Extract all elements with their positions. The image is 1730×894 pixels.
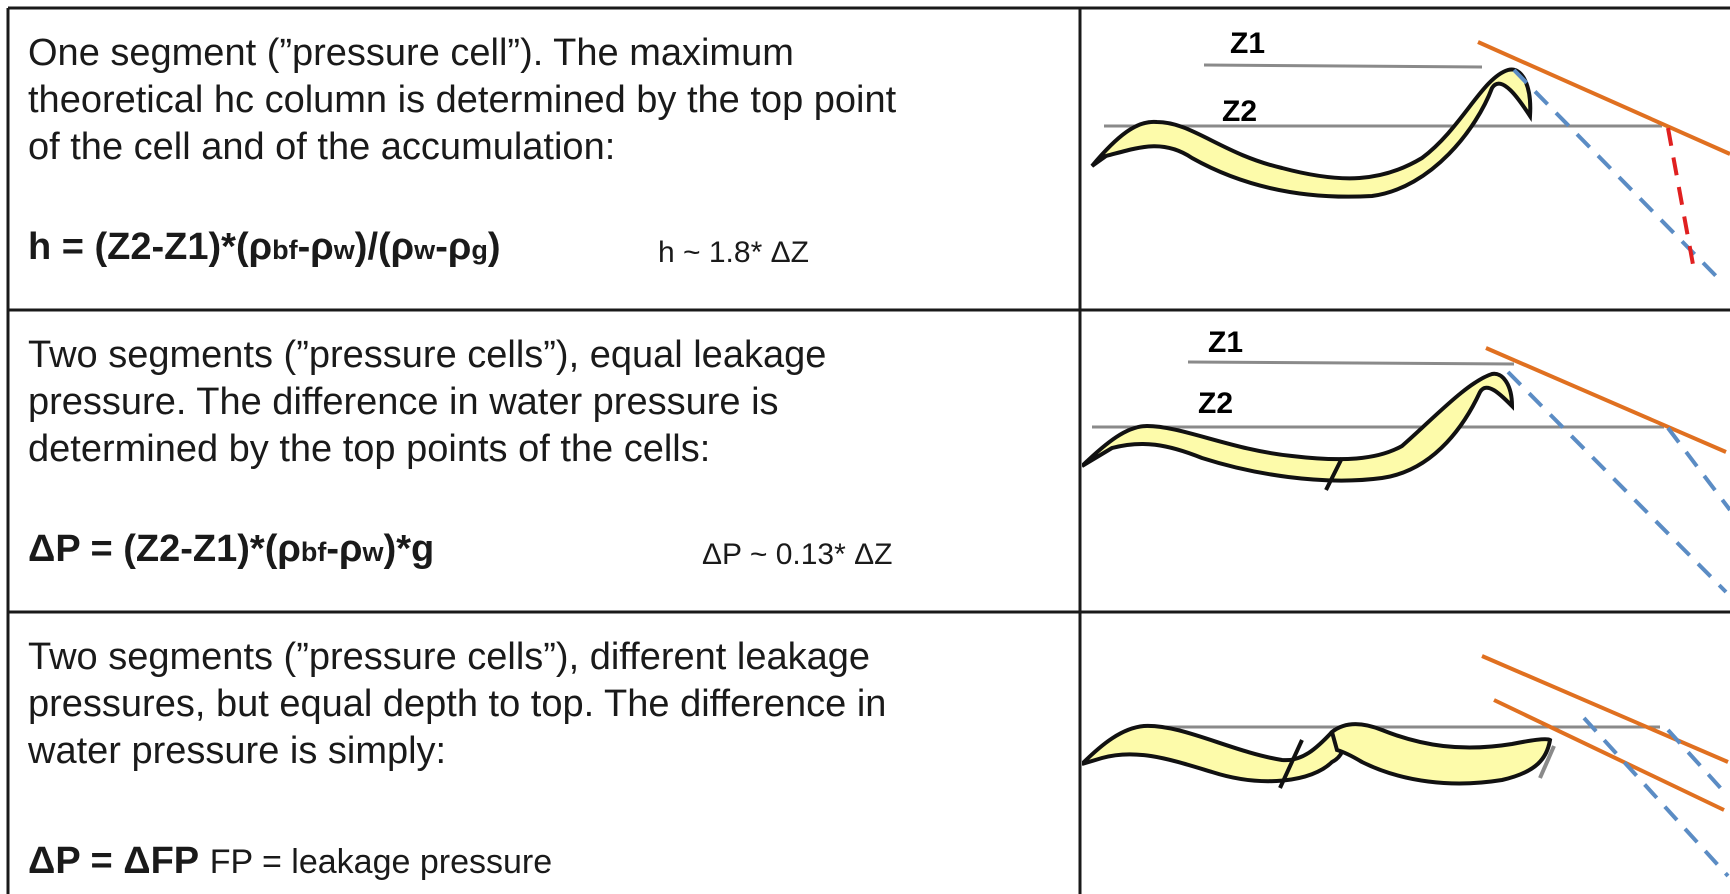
- fault-plane-dashed-2: [1666, 728, 1728, 796]
- row-text-cell: One segment (”pressure cell”). The maxim…: [0, 8, 1070, 171]
- fault-plane-dashed: [1512, 68, 1718, 278]
- top-seal-fault: [1485, 346, 1727, 454]
- formula-subscript: w: [414, 235, 436, 265]
- formula-note: FP = leakage pressure: [209, 843, 553, 881]
- diagram-two-cells: Z1 Z2: [1082, 326, 1730, 594]
- diagram-equal-depth: [1082, 654, 1730, 878]
- reservoir-layer: [1082, 371, 1515, 483]
- approximation: h ~ 1.8* ΔZ: [658, 236, 809, 269]
- formula-subscript: g: [471, 235, 488, 265]
- approximation: ΔP ~ 0.13* ΔZ: [702, 538, 893, 571]
- top-seal-fault-1: [1481, 654, 1729, 764]
- top-seal-fault: [1477, 40, 1730, 156]
- formula-subscript: w: [333, 235, 355, 265]
- formula-part: )*g: [383, 528, 435, 570]
- label-z2: Z2: [1198, 387, 1233, 420]
- reservoir-layer-1: [1082, 723, 1347, 784]
- description-text: Two segments (”pressure cells”), differe…: [28, 636, 887, 772]
- formula: h = (Z2-Z1)*(ρbf-ρw)/(ρw-ρg): [28, 226, 501, 269]
- row-text-cell: Two segments (”pressure cells”), differe…: [0, 612, 1070, 775]
- leak-edge: [1538, 745, 1556, 779]
- fault-plane-dashed-2: [1666, 426, 1730, 512]
- formula-part: h = (Z2-Z1)*(ρ: [28, 226, 273, 268]
- row-two-segments-different: Two segments (”pressure cells”), differe…: [0, 612, 1730, 894]
- fault-plane-dashed: [1506, 370, 1728, 594]
- row-one-segment: One segment (”pressure cell”). The maxim…: [0, 8, 1730, 310]
- formula-subscript: w: [362, 537, 384, 567]
- formula-part: ): [487, 226, 501, 268]
- formula-part: -ρ: [326, 528, 363, 570]
- row-two-segments-equal: Two segments (”pressure cells”), equal l…: [0, 310, 1730, 612]
- level-line-z1: [1203, 63, 1483, 69]
- level-line-z1: [1187, 360, 1515, 366]
- label-z1: Z1: [1208, 326, 1243, 359]
- reservoir-layer: [1090, 67, 1533, 199]
- formula-subscript: bf: [272, 235, 298, 265]
- formula-subscript: bf: [300, 537, 327, 567]
- cell-boundary-fault: [1278, 739, 1304, 789]
- formula-part: ΔP = (Z2-Z1)*(ρ: [28, 528, 301, 570]
- row-text-cell: Two segments (”pressure cells”), equal l…: [0, 310, 1070, 473]
- spill-line-dashed: [1666, 127, 1696, 271]
- formula: ΔP = ΔFP FP = leakage pressure: [28, 840, 552, 883]
- label-z2: Z2: [1222, 95, 1257, 128]
- label-z1: Z1: [1230, 27, 1265, 60]
- cell-boundary-fault: [1324, 457, 1344, 491]
- formula-part: -ρ: [297, 226, 334, 268]
- description-text: Two segments (”pressure cells”), equal l…: [28, 334, 827, 470]
- top-seal-fault-2: [1493, 698, 1725, 812]
- formula-bold: ΔP = ΔFP: [28, 840, 200, 882]
- description-text: One segment (”pressure cell”). The maxim…: [28, 32, 897, 168]
- formula: ΔP = (Z2-Z1)*(ρbf-ρw)*g: [28, 528, 434, 571]
- formula-part: )/(ρ: [354, 226, 415, 268]
- formula-part: -ρ: [435, 226, 472, 268]
- reservoir-layer-2: [1329, 722, 1553, 786]
- fault-plane-dashed: [1582, 716, 1730, 878]
- diagram-single-cell: Z1 Z2: [1090, 27, 1730, 278]
